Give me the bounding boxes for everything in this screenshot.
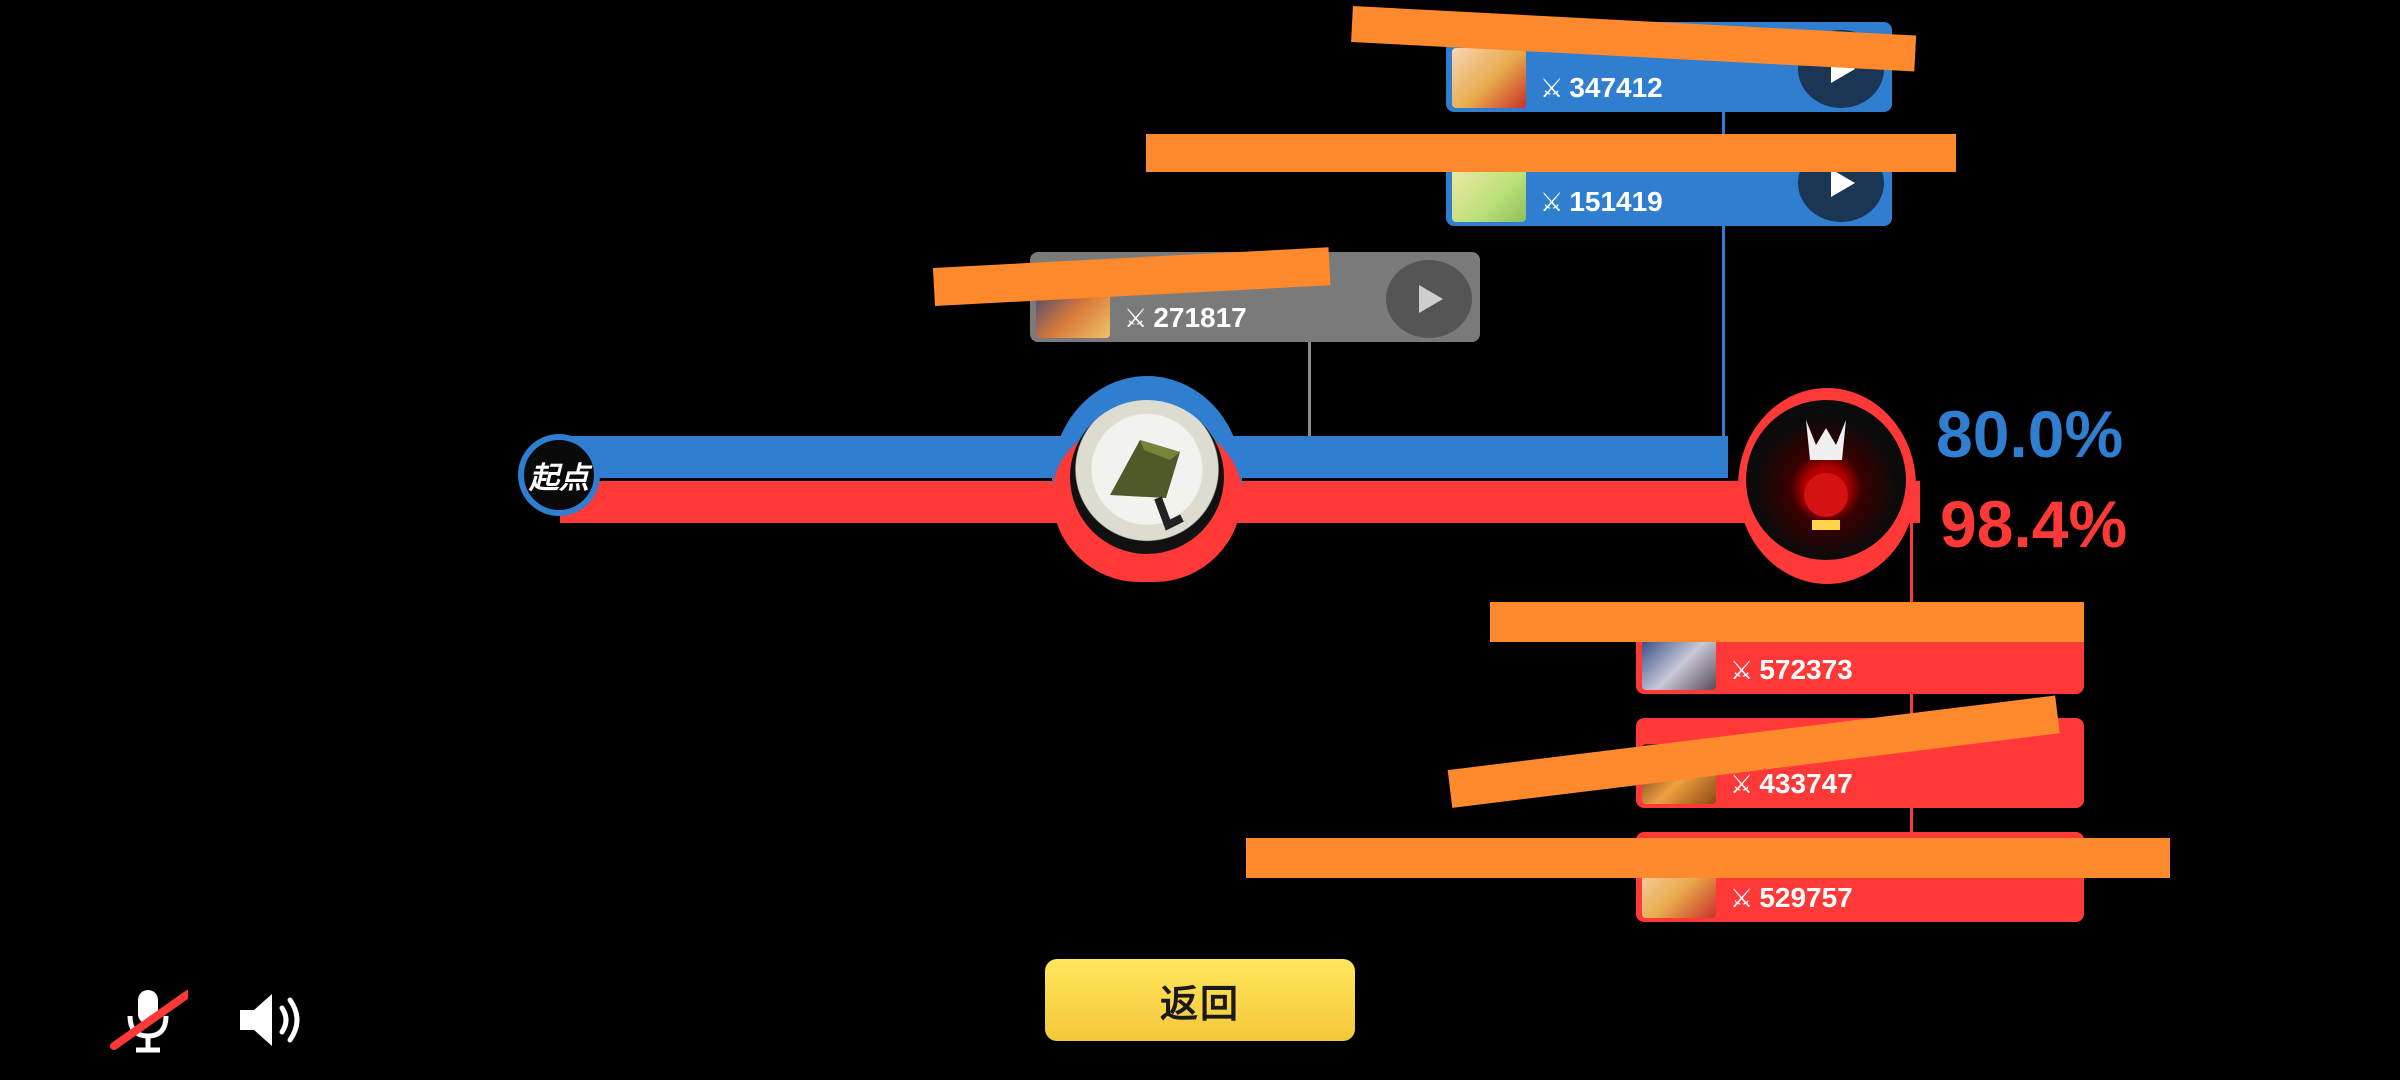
player-power: 433747 <box>1759 768 1853 799</box>
redaction-strip <box>1490 602 2084 642</box>
speaker-button[interactable] <box>232 980 312 1060</box>
player-power: 271817 <box>1153 302 1247 333</box>
start-node: 起点 <box>518 434 600 516</box>
player-avatar <box>1452 48 1526 108</box>
sword-icon: ⚔ <box>1730 654 1754 685</box>
mech-icon <box>1110 440 1184 531</box>
play-icon <box>1831 169 1855 197</box>
sword-icon: ⚔ <box>1540 186 1564 217</box>
sword-icon: ⚔ <box>1730 882 1754 913</box>
microphone-muted-icon <box>110 990 192 1053</box>
player-power: 572373 <box>1759 654 1853 685</box>
player-power: 347412 <box>1569 72 1663 103</box>
return-label: 返回 <box>1159 983 1240 1026</box>
start-label: 起点 <box>529 462 589 495</box>
play-icon <box>1419 285 1443 313</box>
player-avatar <box>1452 162 1526 222</box>
player-power: 151419 <box>1569 186 1663 217</box>
hero-portrait-right <box>1746 400 1906 560</box>
redaction-strip <box>1246 838 2170 878</box>
play-button[interactable] <box>1386 260 1472 338</box>
blue-percent: 80.0% <box>1936 397 2124 471</box>
hero-portrait-middle <box>1070 400 1224 554</box>
sword-icon: ⚔ <box>1540 72 1564 103</box>
speaker-icon <box>240 994 300 1046</box>
demon-icon <box>1804 420 1848 530</box>
red-percent: 98.4% <box>1940 487 2128 561</box>
sword-icon: ⚔ <box>1730 768 1754 799</box>
sword-icon: ⚔ <box>1124 302 1148 333</box>
connector-line-blue <box>1722 106 1725 436</box>
connector-line-gray <box>1308 338 1311 436</box>
microphone-muted-button[interactable] <box>108 980 192 1060</box>
player-power: 529757 <box>1759 882 1853 913</box>
return-button[interactable]: 返回 <box>1045 959 1355 1041</box>
redaction-strip <box>1146 134 1956 172</box>
